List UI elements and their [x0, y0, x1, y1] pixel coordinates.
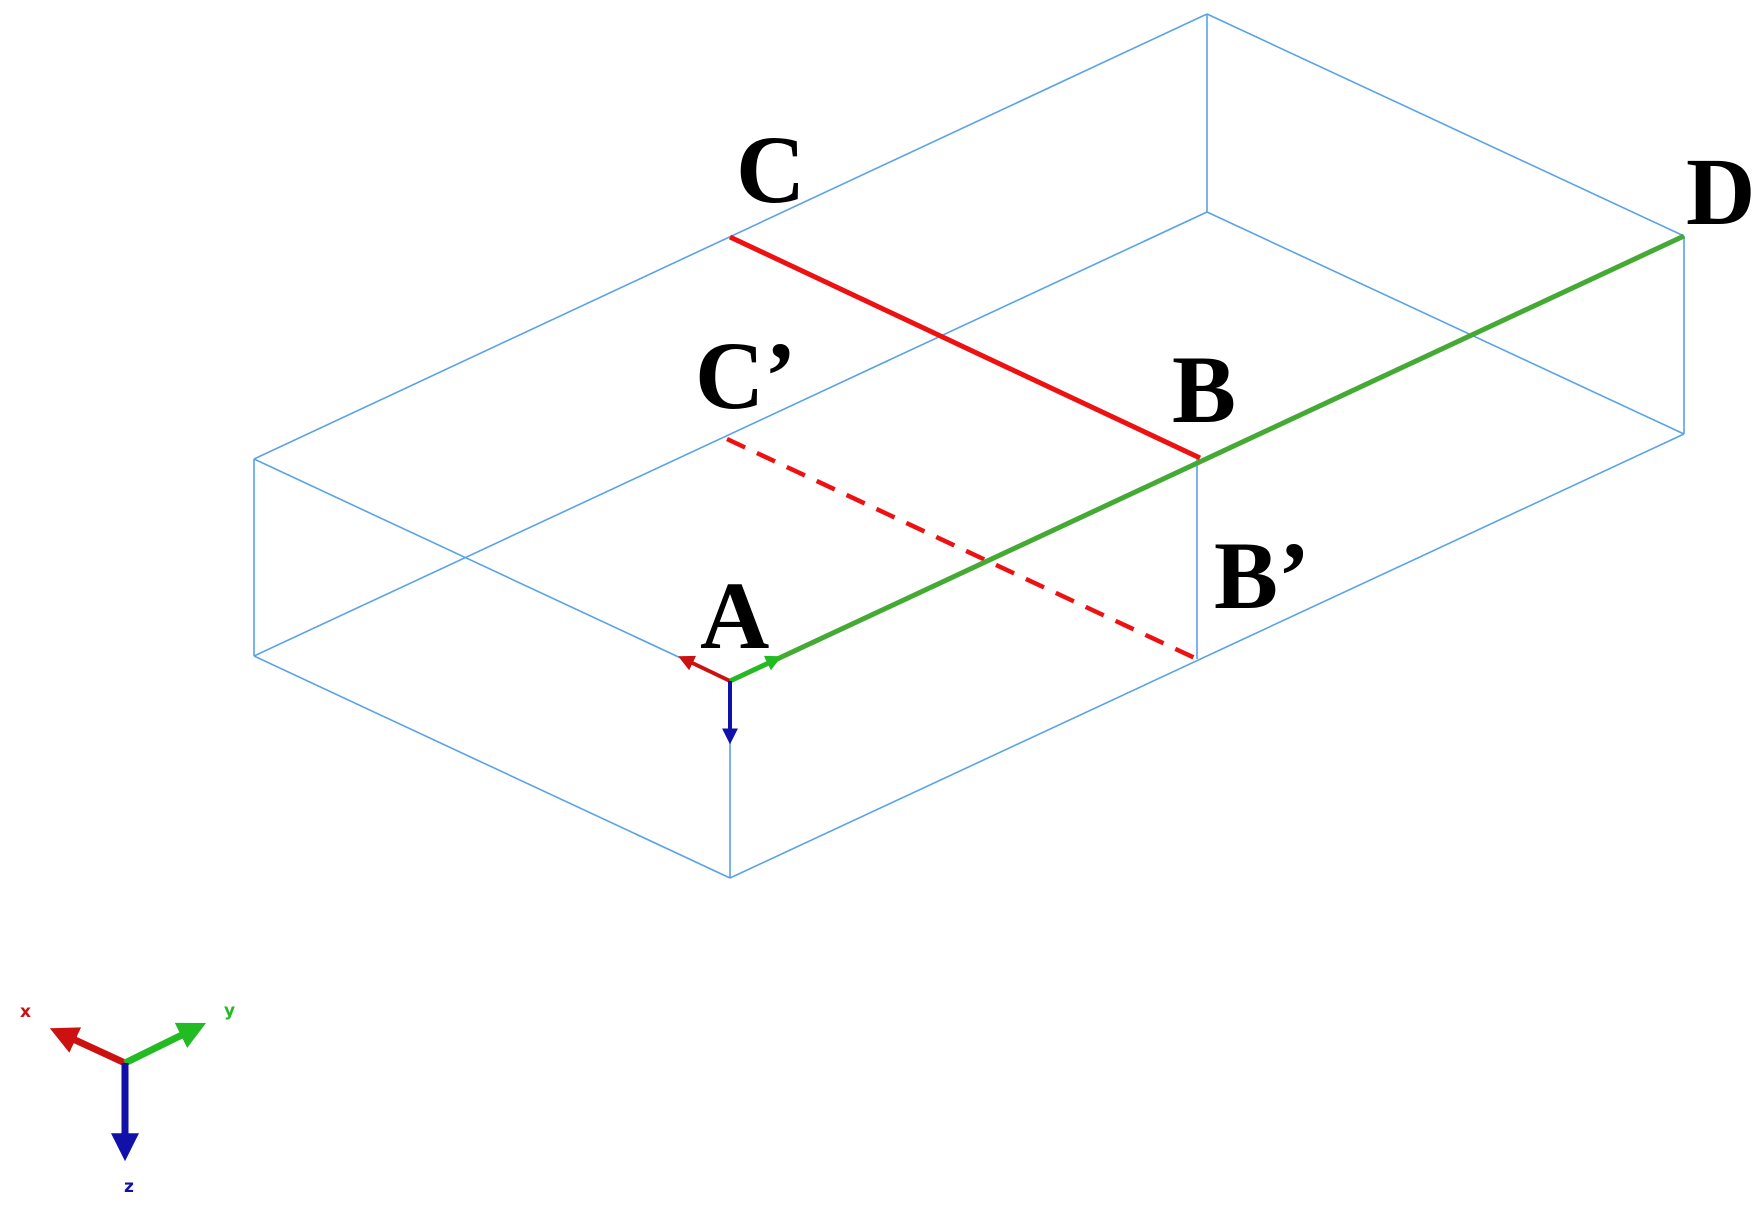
orientation-triad: x y z	[20, 1001, 235, 1197]
box-edge	[729, 433, 1685, 879]
triad-x-axis	[49, 1027, 127, 1067]
label-c-prime: C’	[695, 322, 796, 429]
box-edge	[253, 211, 1208, 657]
triad-z-label: z	[124, 1177, 134, 1197]
label-b: B	[1172, 336, 1236, 443]
line-c-b	[728, 234, 1202, 461]
box-edge	[253, 458, 731, 682]
triad-y-label: y	[224, 1001, 235, 1021]
box-wireframe	[253, 13, 1685, 879]
triad-x-label: x	[20, 1002, 31, 1022]
label-d: D	[1686, 138, 1755, 245]
origin-triad	[678, 655, 782, 745]
label-b-prime: B’	[1214, 522, 1310, 629]
origin-x-arrow	[678, 655, 731, 683]
line-cprime-bprime	[726, 436, 1198, 662]
label-c: C	[736, 116, 805, 223]
origin-y-arrow	[729, 655, 782, 683]
line-a-d	[728, 233, 1686, 684]
box-edge	[1206, 13, 1685, 237]
box-edge	[253, 655, 731, 879]
label-a: A	[700, 562, 769, 669]
triad-y-axis	[123, 1022, 207, 1067]
box-edge	[1206, 211, 1685, 435]
